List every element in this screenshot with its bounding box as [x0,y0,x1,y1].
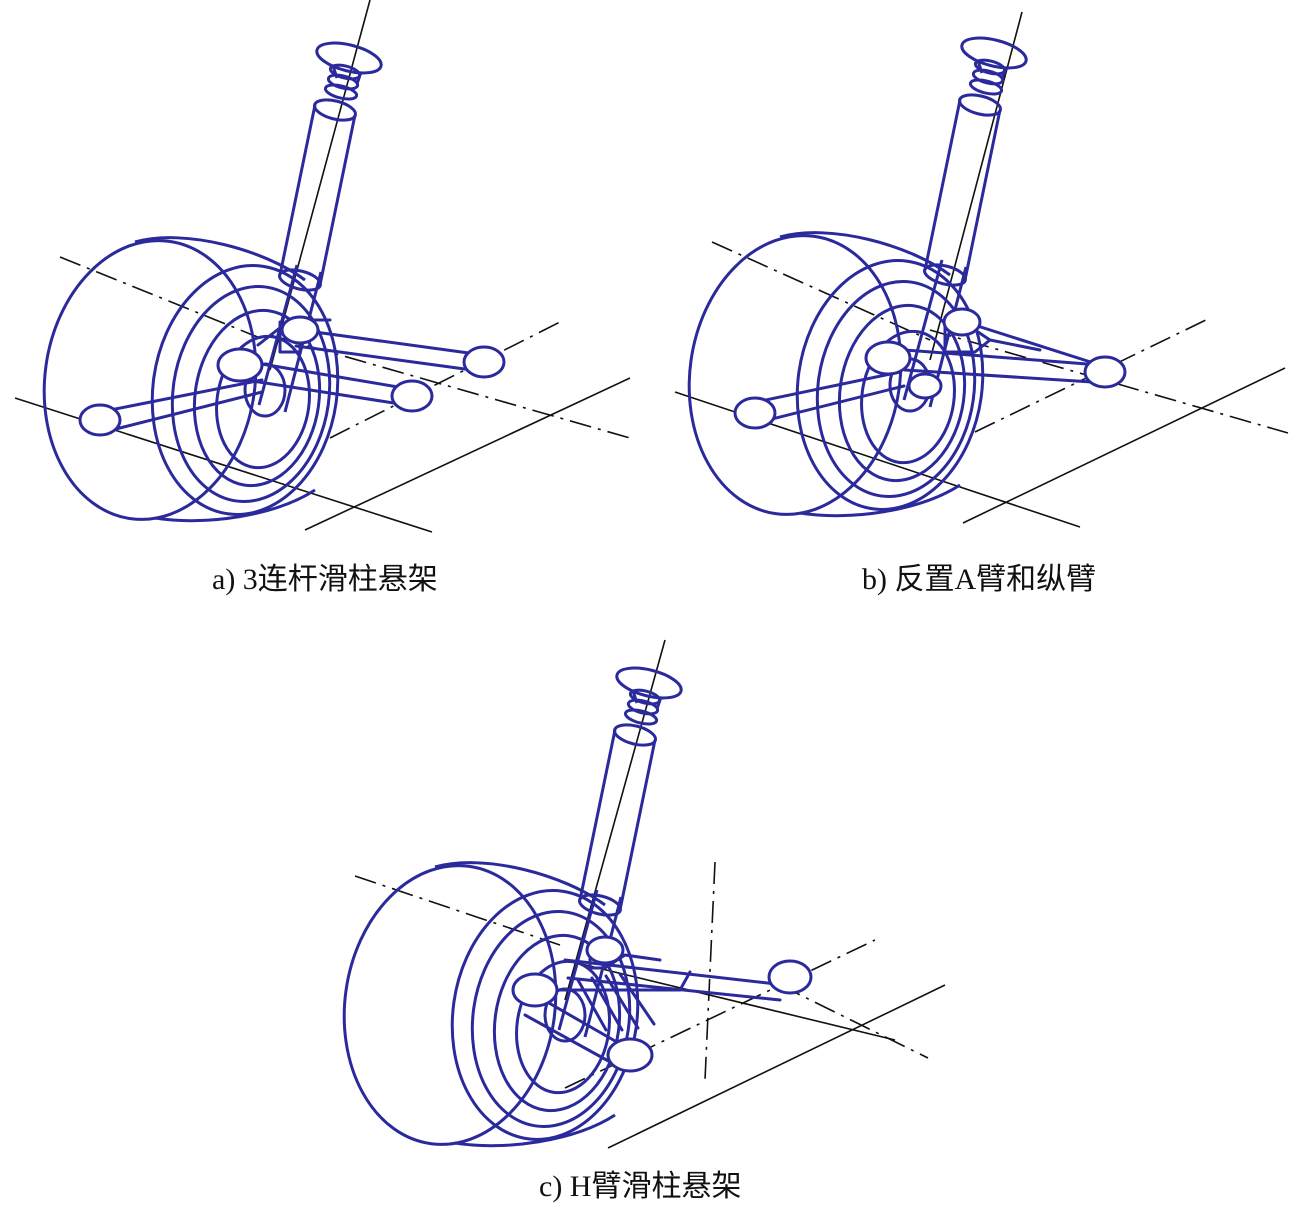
panel-a-bushing [390,379,434,413]
caption-panel-b: b) 反置A臂和纵臂 [862,563,1097,596]
panel-b-a-arm [733,307,1127,430]
caption-panel-c: c) H臂滑柱悬架 [539,1170,742,1203]
panel-b-wheel-strut [670,30,1031,530]
panel-a-links [78,315,506,437]
panel-b-bushing [864,340,912,376]
panel-c-bushing [511,972,559,1008]
panel-a-bushing [280,315,320,345]
panel-a-bushing [216,347,264,383]
panel-c-drawing [325,639,946,1160]
panel-b-drawing [670,11,1289,530]
panel-b-bushing [942,307,982,337]
caption-panel-a: a) 3连杆滑柱悬架 [212,563,438,596]
panel-a-bushing [78,403,122,437]
panel-b-bushing [1083,355,1127,389]
panel-b-bushing [733,396,777,430]
panel-c-h-arm [511,935,813,1073]
panel-c-bushing [585,935,625,965]
panel-b-bushing [907,372,943,400]
panel-c-bushing [767,959,813,995]
panel-c-reference-lines [354,639,946,1149]
panel-c-bushing [606,1037,654,1073]
panel-a-bushing [462,345,506,379]
panel-a-drawing [14,0,631,535]
panel-c-wheel-strut [325,660,686,1160]
panel-b-reference-lines [674,11,1289,528]
panel-a-reference-lines [14,0,631,533]
